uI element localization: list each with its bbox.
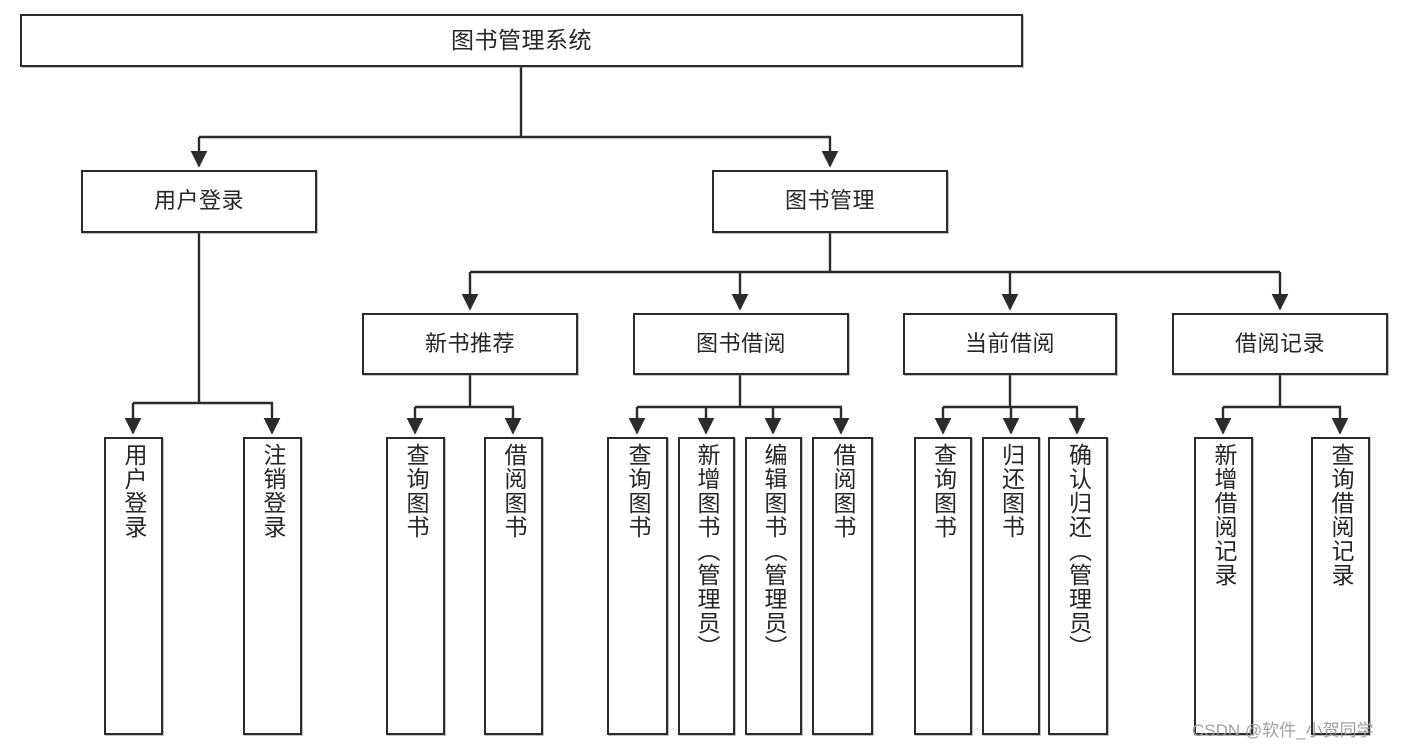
node-book-borrow-label: 图书借阅: [695, 330, 786, 356]
leaf-re-add-record-label: 新增借阅记录: [1211, 443, 1237, 587]
leaf-re-query-record[interactable]: 查询借阅记录: [1311, 437, 1370, 735]
node-new-book-recommend-label: 新书推荐: [424, 330, 515, 356]
leaf-nb-query-book-label: 查询图书: [403, 443, 429, 539]
node-current-borrow[interactable]: 当前借阅: [903, 313, 1117, 375]
node-user-login-label: 用户登录: [153, 188, 244, 214]
leaf-cu-query-book[interactable]: 查询图书: [914, 437, 972, 735]
leaf-nb-query-book[interactable]: 查询图书: [386, 437, 445, 735]
leaf-nb-borrow-book-label: 借阅图书: [501, 443, 527, 539]
leaf-user-login-label: 用户登录: [121, 443, 147, 539]
leaf-bo-query-book-label: 查询图书: [625, 443, 651, 539]
node-root[interactable]: 图书管理系统: [20, 14, 1023, 67]
leaf-re-add-record[interactable]: 新增借阅记录: [1194, 437, 1253, 735]
leaf-bo-add-book-label: 新增图书（管理员）: [694, 443, 720, 659]
leaf-logout[interactable]: 注销登录: [243, 437, 302, 735]
leaf-cu-return-book-label: 归还图书: [998, 443, 1025, 539]
node-borrow-records[interactable]: 借阅记录: [1172, 313, 1388, 375]
node-book-borrow[interactable]: 图书借阅: [633, 313, 849, 375]
node-new-book-recommend[interactable]: 新书推荐: [362, 313, 578, 375]
leaf-cu-query-book-label: 查询图书: [930, 443, 957, 539]
node-root-label: 图书管理系统: [451, 26, 592, 53]
leaf-bo-edit-book[interactable]: 编辑图书（管理员）: [745, 437, 802, 735]
node-borrow-records-label: 借阅记录: [1234, 330, 1325, 356]
leaf-re-query-record-label: 查询借阅记录: [1328, 443, 1354, 587]
leaf-logout-label: 注销登录: [260, 443, 286, 539]
node-book-management[interactable]: 图书管理: [712, 170, 948, 233]
leaf-bo-borrow-book-label: 借阅图书: [830, 443, 856, 539]
leaf-cu-return-book[interactable]: 归还图书: [982, 437, 1040, 735]
leaf-nb-borrow-book[interactable]: 借阅图书: [484, 437, 543, 735]
csdn-watermark: CSDN @软件_小贺同学: [1192, 721, 1374, 740]
leaf-cu-confirm-return-label: 确认归还（管理员）: [1065, 443, 1092, 659]
node-current-borrow-label: 当前借阅: [964, 330, 1055, 356]
leaf-bo-edit-book-label: 编辑图书（管理员）: [761, 443, 787, 659]
leaf-bo-add-book[interactable]: 新增图书（管理员）: [678, 437, 735, 735]
leaf-bo-query-book[interactable]: 查询图书: [607, 437, 668, 735]
node-user-login[interactable]: 用户登录: [81, 170, 317, 233]
leaf-cu-confirm-return[interactable]: 确认归还（管理员）: [1048, 437, 1108, 735]
node-book-management-label: 图书管理: [784, 188, 875, 214]
leaf-user-login[interactable]: 用户登录: [104, 437, 163, 735]
leaf-bo-borrow-book[interactable]: 借阅图书: [812, 437, 873, 735]
